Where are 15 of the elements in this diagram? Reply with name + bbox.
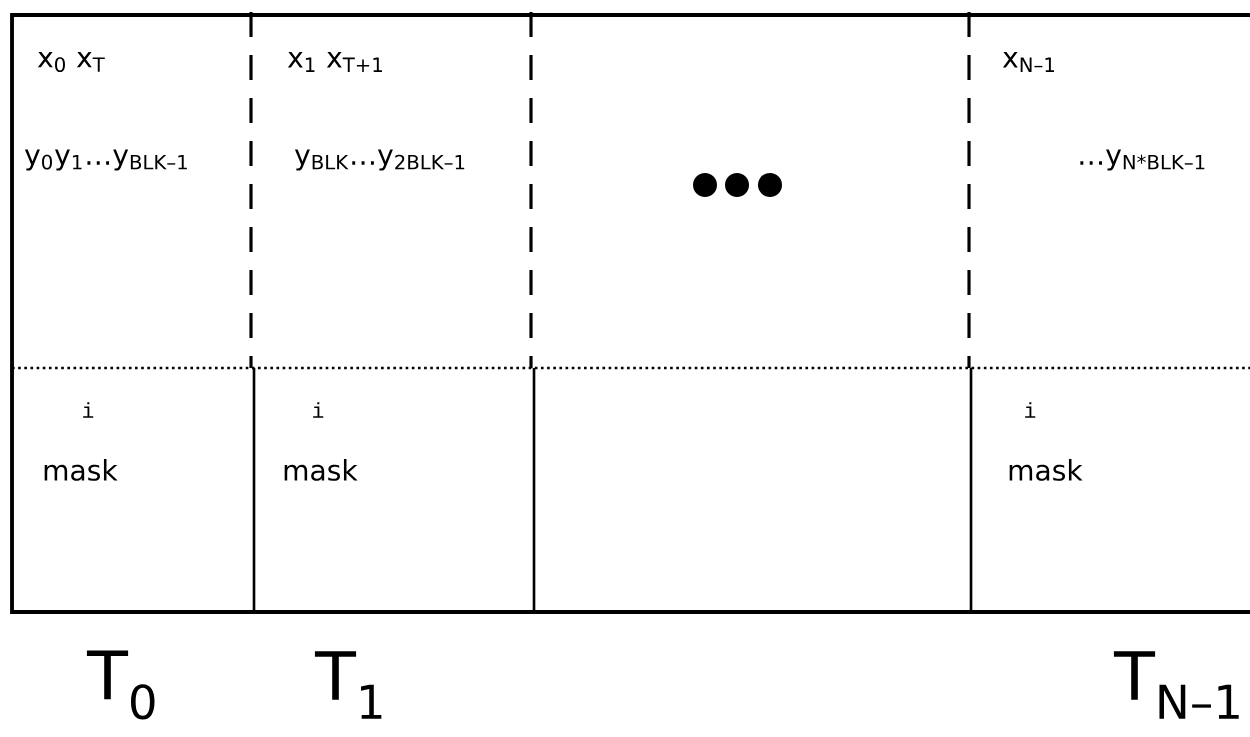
variable-label: y$_{BLK}$…y$_{2BLK–1}$ xyxy=(294,149,465,171)
variable-label: …y$_{N*BLK–1}$ xyxy=(1080,149,1205,171)
mask-label: mask xyxy=(44,459,118,481)
variable-label: y$_{0}$y$_{1}$…y$_{BLK–1}$ xyxy=(24,149,187,171)
thread-label: T$_{1}$ xyxy=(314,651,382,719)
mask-label: mask xyxy=(1009,459,1083,481)
variable-label: x$_{0}$ x$_{T}$ xyxy=(37,51,105,73)
variable-label: x$_{1}$ x$_{T+1}$ xyxy=(287,52,382,72)
mask-label: mask xyxy=(284,459,358,481)
thread-label: T$_{N–1}$ xyxy=(1113,651,1239,719)
thread-label: T$_{0}$ xyxy=(86,650,155,720)
index-label: i xyxy=(83,402,94,418)
index-label: i xyxy=(1025,402,1036,418)
variable-label: x$_{N–1}$ xyxy=(1002,52,1054,72)
index-label: i xyxy=(313,402,324,418)
